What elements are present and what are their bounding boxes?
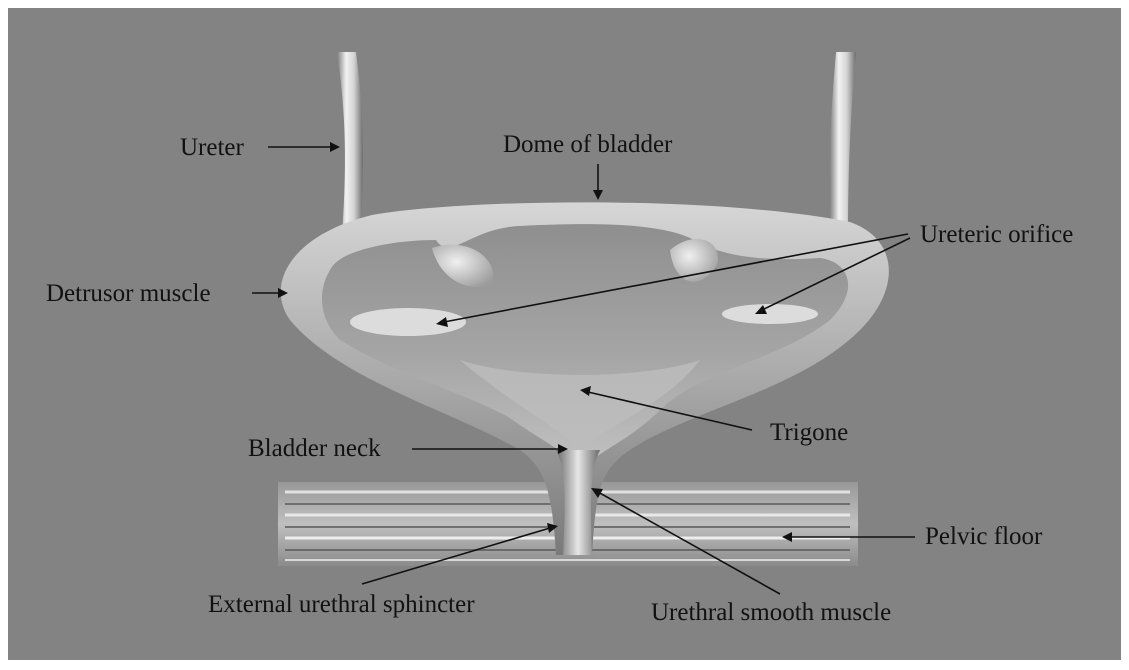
label-pelvic-floor: Pelvic floor [925,523,1043,550]
label-ureter: Ureter [180,134,245,161]
label-bladder-neck: Bladder neck [248,435,381,462]
label-urethral-smooth-muscle: Urethral smooth muscle [651,599,891,626]
label-trigone: Trigone [770,419,848,446]
left-orifice-highlight [350,308,466,336]
right-orifice-highlight [722,304,818,324]
label-external-urethral-sphincter: External urethral sphincter [208,591,475,618]
label-detrusor-muscle: Detrusor muscle [46,280,211,307]
label-ureteric-orifice: Ureteric orifice [920,221,1073,248]
label-dome-of-bladder: Dome of bladder [503,131,673,158]
